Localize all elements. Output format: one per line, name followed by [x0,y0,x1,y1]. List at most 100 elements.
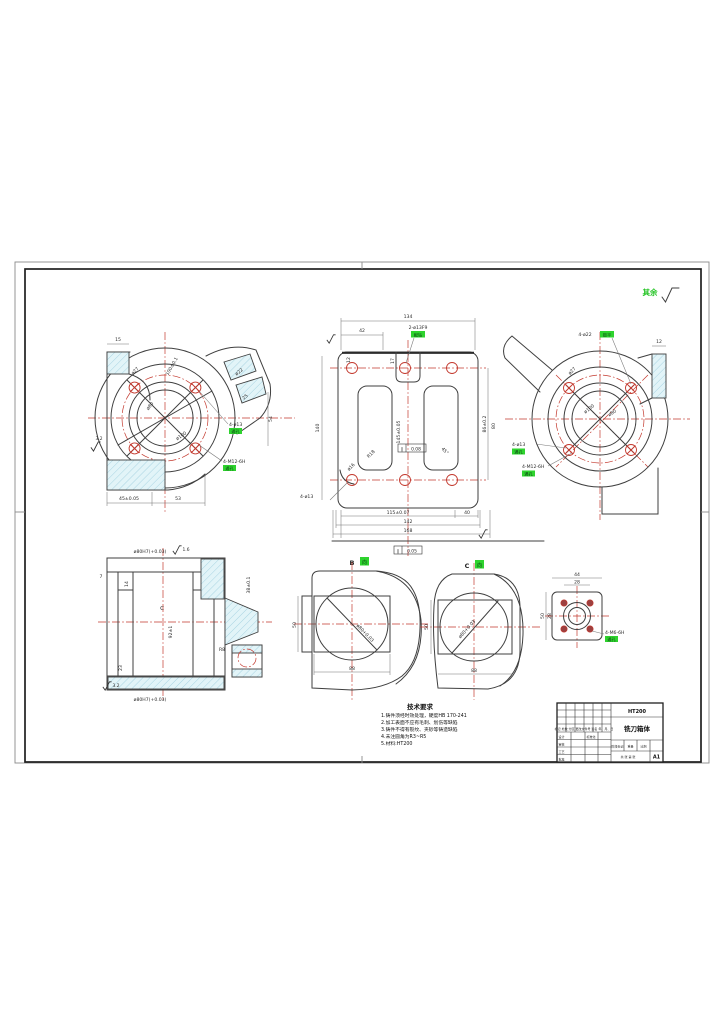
stage-label: 阶段标记 [611,744,623,749]
thread-label: 4-M12-6H [223,459,245,465]
holes-label: 4-ø13 [512,442,525,448]
row-check: 审核 [559,742,565,747]
tech-req-title: 技术要求 [407,702,434,711]
thread-tag: 通孔 [607,636,616,643]
front-view: 15 45±0.05 53 54 ø27 100±0.1 ø80 ø100 ø2… [88,332,295,512]
parallelism-frame-bottom: ∥ 0.05 [393,545,423,555]
surface-finish-icon [661,287,680,303]
bolt-hole [563,382,637,456]
dim-12: 12 [656,339,662,345]
dim-38: 38±0.1 [246,576,252,593]
tech-req-item: 1.铸件须经时效处理，硬度HB 170-241 [381,712,467,719]
par-value: 0.08 [411,446,421,452]
weight-label: 重量 [627,744,633,749]
dim-53: 53 [175,496,181,502]
view-b-dir-bg [360,557,369,566]
thread-tag-bg [223,465,236,471]
side-view: 4-ø22 锪平 12 ø27 ø100 ø80 4-ø13 通孔 4-M12-… [503,331,690,520]
dim-28-top: 28 [574,580,580,586]
surface-finish-icon [326,334,336,344]
flange-hole [560,599,594,633]
spotface-label: 4-ø22 [578,332,591,338]
surface-finish-icon [172,545,182,555]
dim-17: 17 [390,358,396,364]
dim-o27: ø27 [567,366,577,376]
surface-note: 其余 [643,287,680,303]
revision-header: 标记 处数 分区 更改文件号 签名 年、月、日 [555,726,614,731]
dim-88: 88 [349,666,355,672]
dim-50: 50 [424,624,430,630]
dim-r18: R18 [366,449,377,460]
bolt-hole [346,362,458,486]
dim-o100: ø100 [175,430,188,442]
row-approve: 批准 [559,757,565,762]
dim-145: 145±0.05 [396,421,402,444]
view-c-dir-bg [475,560,484,569]
dim-54: 54 [268,416,274,422]
material-value: HT200 [628,709,647,715]
dim-o27: ø27 [130,366,140,376]
pin-tag: 配钻 [414,331,422,338]
tech-requirements: 技术要求 1.铸件须经时效处理，硬度HB 170-241 2.加工表面不应有毛刺… [381,702,467,747]
finish-value: 3.2 [113,683,120,689]
holes-label: 4-ø13 [229,422,242,428]
dim-168: 168 [404,528,413,534]
dim-42: 42 [359,328,365,334]
thread-tag: 通孔 [524,471,533,478]
rest-label: 其余 [643,287,658,297]
plan-view: 134 42 2-ø13F9 配钻 12 17 140 145±0.05 86±… [300,314,545,556]
thread-label: 4-M12-6H [522,464,544,470]
dim-44: 44 [574,572,580,578]
bore-dim-bottom: ø80H7(+0.03) [134,697,167,703]
dim-bore: ø80+0.03 [355,623,375,644]
holes-tag: 通孔 [231,428,240,435]
view-c-dir: 向 [477,562,482,569]
pin-tag-bg [411,331,425,338]
dim-o22: ø22 [234,367,245,377]
dim-80: 80 [491,423,497,429]
part-name: 铣刀箱体 [624,724,651,733]
view-c-title: C [465,562,470,570]
spotface-tag-bg [600,331,614,338]
dim-25: 25 [241,393,249,401]
dim-40: 40 [464,510,470,516]
pin-label: 2-ø13F9 [409,325,428,331]
dim-140: 140 [315,424,321,433]
dim-o16: ø16 [346,462,356,472]
finish-value: 3.2 [96,436,103,442]
par-symbol: ∥ [397,548,399,554]
dim-115: 115±0.07 [387,510,410,516]
parallelism-frame-top: ∥ 0.08 [397,443,427,453]
dim-7: 7 [100,574,103,580]
section-c-label: C [160,606,164,612]
sheet-count-label: 共 张 第 张 [621,754,636,759]
bore-dim-top: ø80H7(+0.03) [134,549,167,555]
dim-23: 23 [118,665,124,671]
dim-15: 15 [115,337,121,343]
scale-label: 比例 [640,744,646,749]
view-b: B 向 ø80+0.03 50 88 [292,557,430,700]
par-value: 0.05 [407,548,417,554]
dim-45deg: 45° [440,446,450,456]
thread-tag-bg [605,636,618,642]
sheet-size: A1 [653,755,661,761]
row-design: 设计 [559,734,565,739]
dim-88: 88 [471,668,477,674]
tech-req-item: 3.铸件不得有裂纹、夹砂等铸造缺陷 [381,726,458,733]
dim-134: 134 [404,314,413,320]
dim-142: 142 [404,519,413,525]
dim-r8: R8 [219,647,225,653]
holes-label: 4-ø13 [300,494,313,500]
sheet-frame [14,261,710,764]
tech-req-item: 5.材料:HT200 [381,740,412,747]
dim-o80: ø80 [145,401,155,412]
par-symbol: ∥ [401,446,403,452]
flange-view: 44 28 50 28 4-M6-6H 通孔 [540,572,625,648]
finish-value: 1.6 [183,547,190,553]
thread-tag: 通孔 [225,465,234,472]
dim-50: 50 [292,622,298,628]
dim-86: 86±0.2 [482,415,488,432]
title-block: HT200 铣刀箱体 阶段标记 重量 比例 共 张 第 张 A1 标记 处数 分… [555,702,664,763]
